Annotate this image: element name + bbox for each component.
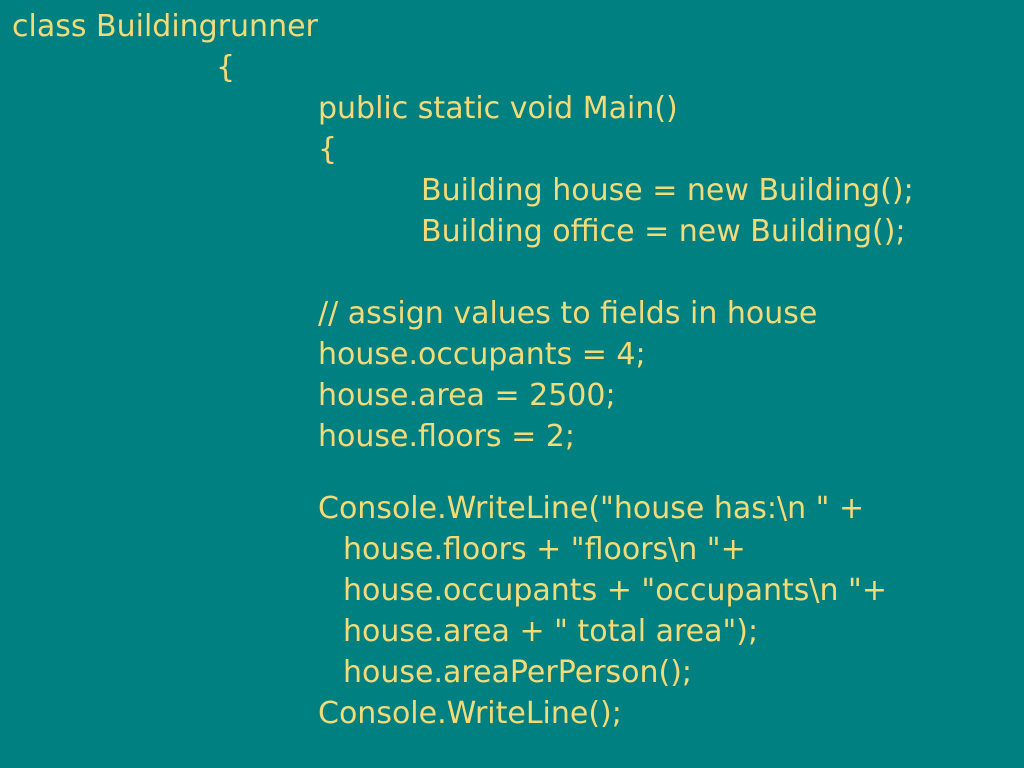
code-line-writeline-start: Console.WriteLine("house has:\n " + (318, 491, 865, 526)
code-line-occupants-assign: house.occupants = 4; (318, 337, 646, 372)
code-line-house-new: Building house = new Building(); (421, 173, 914, 208)
code-line-comment: // assign values to fields in house (318, 296, 818, 331)
code-line-writeline-area: house.area + " total area"); (343, 614, 759, 649)
code-line-writeline-empty: Console.WriteLine(); (318, 696, 622, 731)
code-line-office-new: Building office = new Building(); (421, 214, 906, 249)
code-line-main-open-brace: { (318, 132, 338, 167)
code-line-writeline-occupants: house.occupants + "occupants\n "+ (343, 573, 887, 608)
code-line-floors-assign: house.floors = 2; (318, 419, 575, 454)
code-line-class-open-brace: { (216, 50, 236, 85)
code-line-class-declaration: class Buildingrunner (12, 9, 318, 44)
code-line-area-assign: house.area = 2500; (318, 378, 616, 413)
code-line-writeline-floors: house.floors + "floors\n "+ (343, 532, 746, 567)
code-line-area-per-person: house.areaPerPerson(); (343, 655, 693, 690)
code-line-main-signature: public static void Main() (318, 91, 678, 126)
